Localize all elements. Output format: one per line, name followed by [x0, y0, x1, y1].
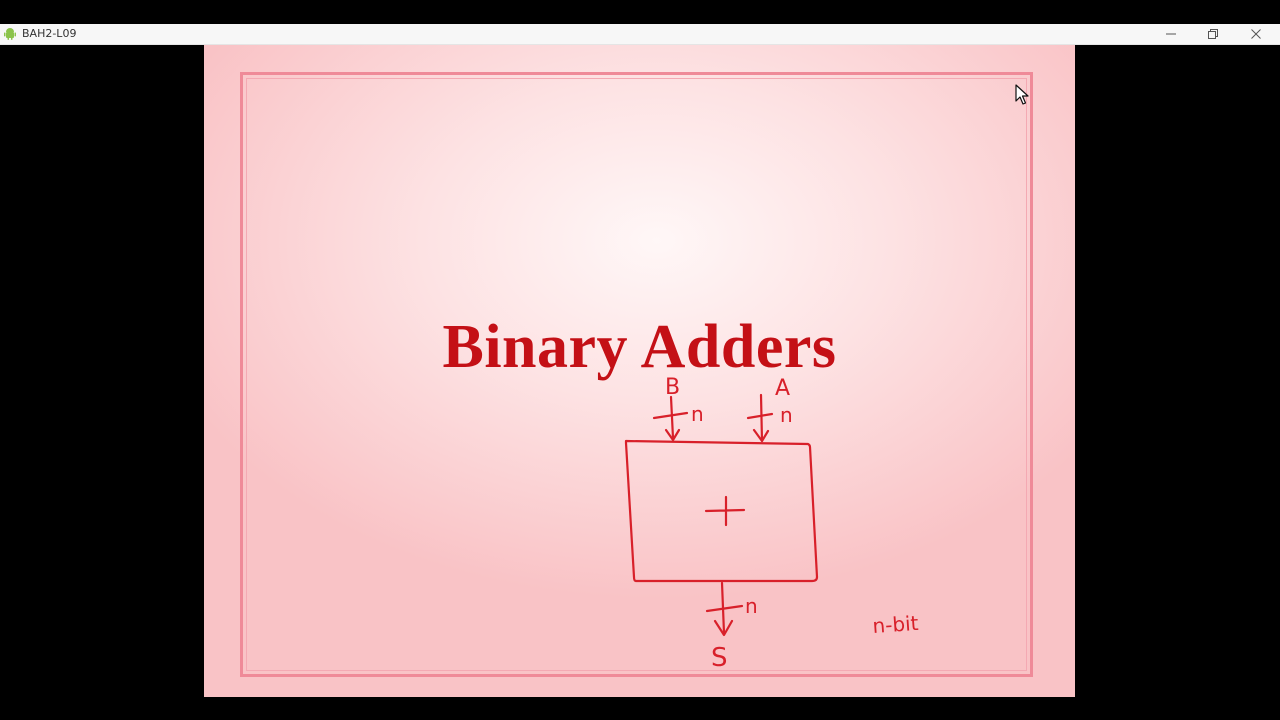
plus-sign	[704, 495, 746, 527]
input-a-label: A	[775, 376, 790, 401]
slide-border-frame	[240, 72, 1033, 677]
input-b-slash	[652, 411, 689, 420]
width-b-label: n	[691, 402, 704, 426]
window-title: BAH2-L09	[22, 27, 77, 40]
close-button[interactable]	[1234, 24, 1278, 44]
mouse-cursor-icon	[1015, 84, 1029, 105]
slide-title: Binary Adders	[442, 313, 837, 381]
window-titlebar[interactable]: BAH2-L09	[0, 24, 1280, 45]
minimize-icon	[1166, 33, 1176, 35]
input-b-arrow	[669, 395, 675, 440]
restore-icon	[1208, 29, 1218, 39]
android-icon	[4, 28, 16, 40]
minimize-button[interactable]	[1149, 24, 1193, 44]
adder-box	[624, 439, 819, 583]
output-s-label: S	[711, 643, 728, 673]
close-icon	[1251, 29, 1261, 39]
adder-block-diagram: B A n n n S n-bit	[624, 375, 920, 673]
top-black-bar	[0, 0, 1280, 24]
restore-button[interactable]	[1191, 24, 1235, 44]
width-s-label: n	[745, 594, 758, 618]
input-b-label: B	[665, 375, 680, 400]
presentation-slide[interactable]: Binary Adders B A n n n S n	[204, 45, 1075, 697]
slide-border-inner	[246, 78, 1027, 671]
input-a-arrow	[759, 393, 764, 443]
width-a-label: n	[780, 403, 793, 427]
input-a-slash	[746, 412, 774, 420]
n-bit-note: n-bit	[872, 611, 920, 638]
output-s-slash	[705, 604, 744, 613]
